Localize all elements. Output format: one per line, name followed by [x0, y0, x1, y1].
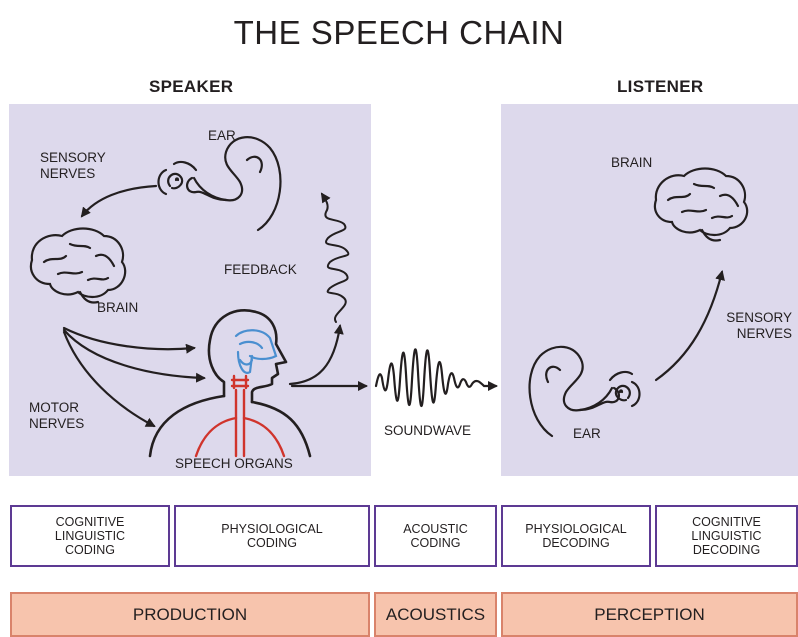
stage-physiological-coding: PHYSIOLOGICAL CODING [174, 505, 370, 567]
speech-organs-label: SPEECH ORGANS [175, 456, 293, 472]
soundwave-label: SOUNDWAVE [384, 423, 471, 439]
motor-nerves-label: MOTOR NERVES [29, 400, 84, 432]
stage-physiological-decoding: PHYSIOLOGICAL DECODING [501, 505, 651, 567]
listener-nerve-arrow [656, 272, 722, 380]
phase-perception: PERCEPTION [501, 592, 798, 637]
stage-cognitive-linguistic-coding: COGNITIVE LINGUISTIC CODING [10, 505, 170, 567]
speaker-ear-label: EAR [208, 128, 236, 144]
listener-brain-label: BRAIN [611, 155, 652, 171]
soundwave-icon [376, 349, 496, 406]
listener-sensory-nerves-label: SENSORY NERVES [724, 310, 792, 342]
speaker-ear-icon [159, 137, 281, 230]
listener-ear-label: EAR [573, 426, 601, 442]
speaker-head-icon [150, 310, 310, 456]
speaker-sensory-nerves-label: SENSORY NERVES [40, 150, 106, 182]
speaker-brain-label: BRAIN [97, 300, 138, 316]
phase-acoustics: ACOUSTICS [374, 592, 497, 637]
feedback-label: FEEDBACK [224, 262, 297, 278]
stage-cognitive-linguistic-decoding: COGNITIVE LINGUISTIC DECODING [655, 505, 798, 567]
phase-production: PRODUCTION [10, 592, 370, 637]
listener-brain-icon [655, 169, 747, 241]
feedback-arrow [290, 326, 340, 384]
feedback-wave-icon [322, 194, 348, 322]
speaker-brain-icon [31, 229, 125, 303]
stage-acoustic-coding: ACOUSTIC CODING [374, 505, 497, 567]
airway-icon [236, 330, 276, 373]
sensory-nerve-arrow [82, 186, 156, 216]
lungs-icon [196, 376, 284, 456]
listener-ear-icon [530, 347, 640, 436]
